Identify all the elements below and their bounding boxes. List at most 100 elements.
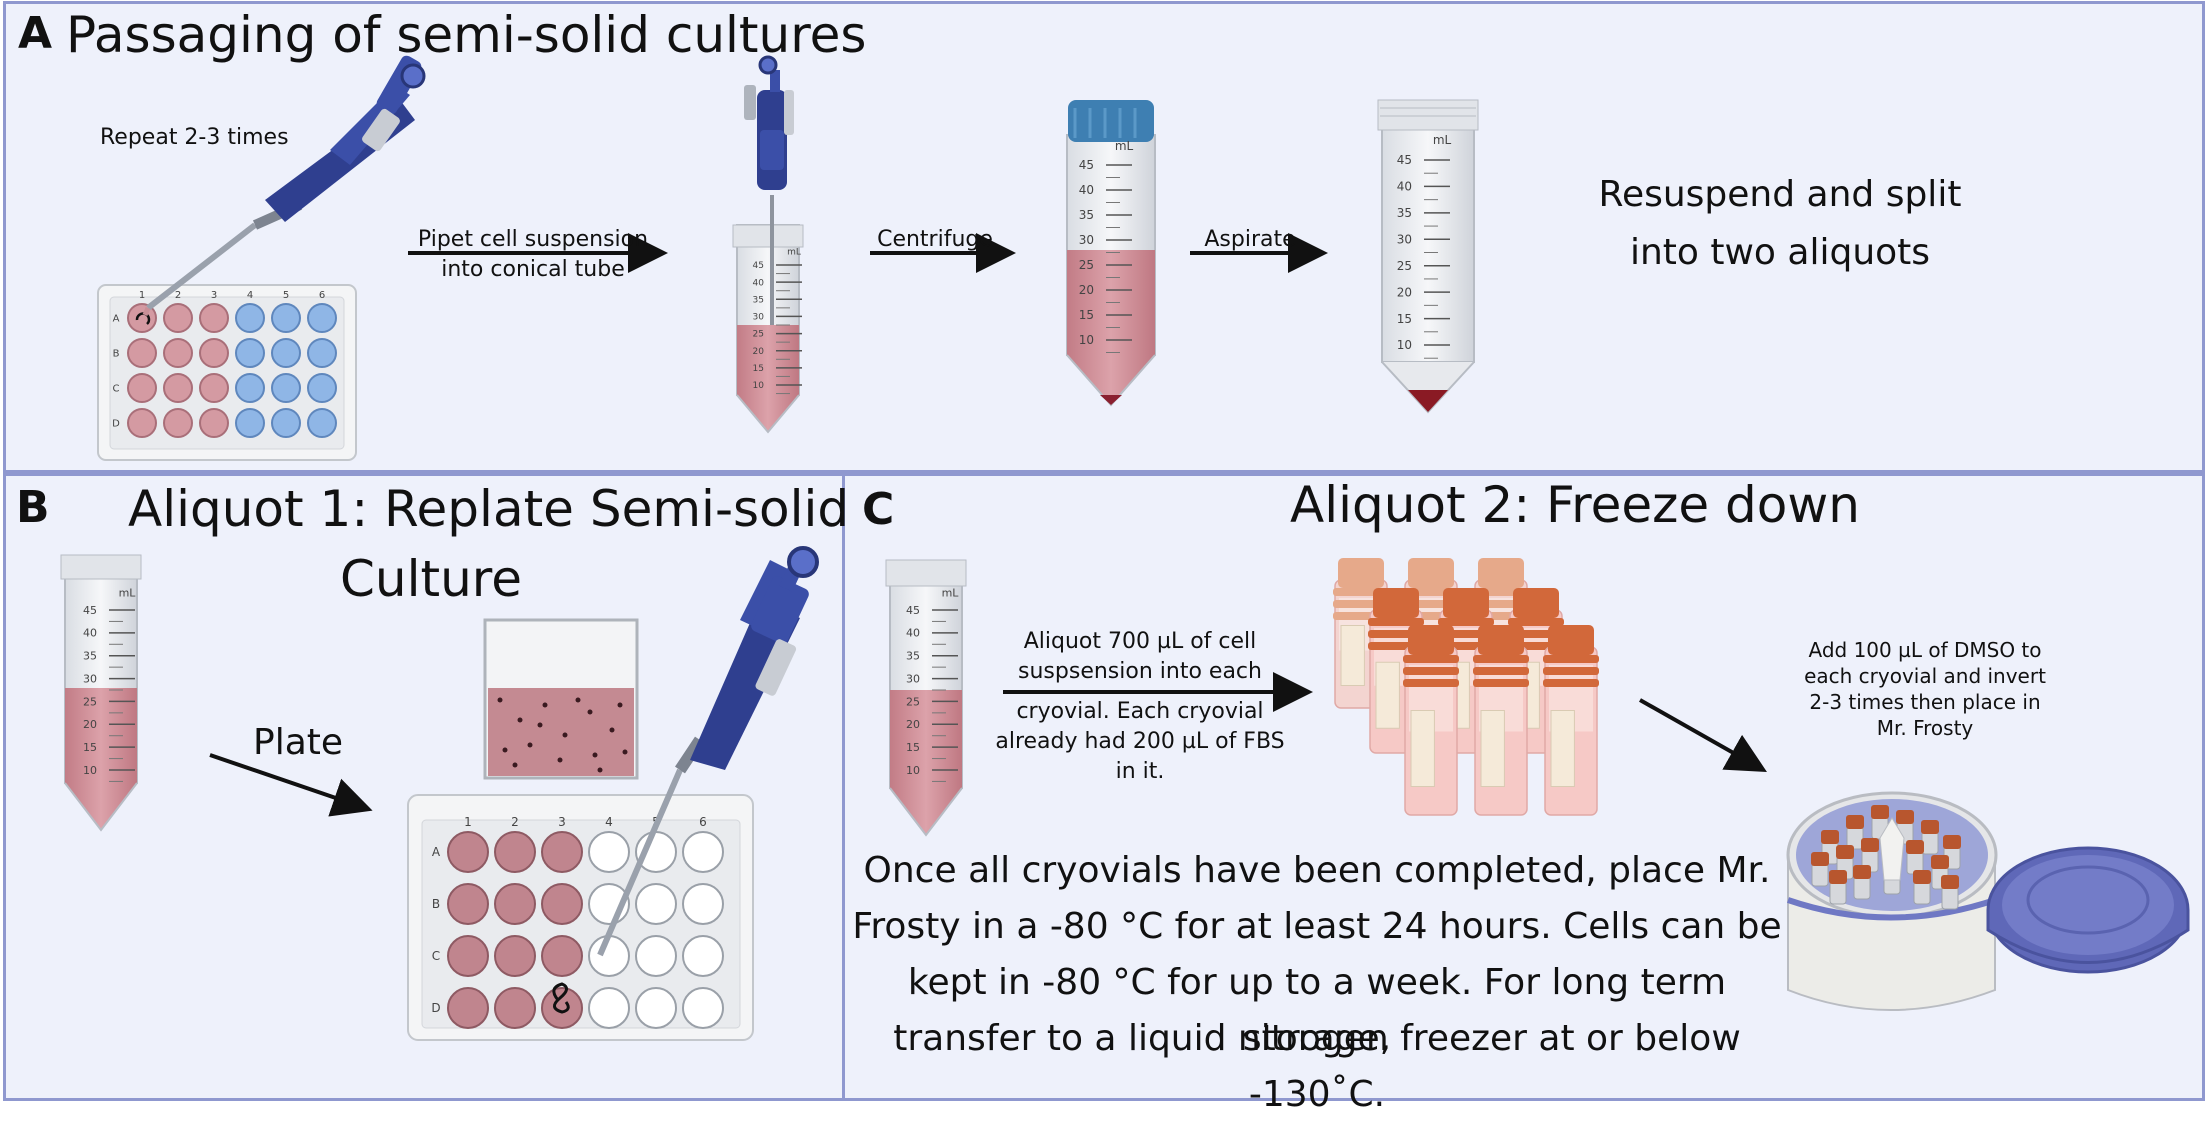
plate-well	[447, 987, 489, 1029]
cryovial-cap	[1478, 625, 1524, 655]
plate-well	[163, 373, 193, 403]
plate-column-label: 3	[558, 815, 566, 829]
cell-dot	[542, 702, 548, 708]
aliquot-line5: in it.	[1115, 759, 1165, 784]
frosty-vial-cap	[1871, 805, 1889, 819]
cell-dot	[517, 717, 523, 723]
cryovial-thread	[1438, 618, 1494, 626]
tube-tick-label: 25	[1079, 258, 1094, 272]
plate-well	[307, 373, 337, 403]
tube-tick-label: 20	[753, 347, 765, 357]
cryovial-thread	[1473, 655, 1529, 663]
plate-column-label: 1	[139, 290, 145, 301]
tube-unit-label: mL	[787, 248, 801, 258]
frosty-vial-cap	[1896, 810, 1914, 824]
plate-well	[494, 883, 536, 925]
cryovial-thread	[1403, 667, 1459, 675]
tube-tick-label: 20	[1079, 283, 1094, 297]
cell-dot	[497, 697, 503, 703]
tube-tick-label: 30	[906, 672, 920, 685]
tube-tick-label: 20	[1397, 285, 1412, 299]
plate-well	[635, 935, 677, 977]
cell-dot	[527, 742, 533, 748]
tube-tick-label: 20	[906, 718, 920, 731]
tube-tick-label: 15	[1397, 312, 1412, 326]
tube-tick-label: 35	[83, 650, 97, 663]
tube-unit-label: mL	[119, 586, 137, 599]
plate-label: Plate	[253, 722, 344, 763]
plate-well	[494, 831, 536, 873]
cryovial-thread	[1473, 679, 1529, 687]
aliquot-line1: Aliquot 700 µL of cell	[1023, 629, 1257, 654]
frosty-vial-cap	[1829, 870, 1847, 884]
plate-well	[682, 883, 724, 925]
cell-dot	[512, 762, 518, 768]
tube-tick-label: 15	[83, 741, 97, 754]
pipette-icon	[142, 55, 426, 316]
tube-tick-label: 40	[83, 627, 97, 640]
tube-tick-label: 30	[753, 313, 765, 323]
arrow-icon	[1639, 698, 1767, 772]
panel-c-letter: C	[862, 484, 895, 535]
plate-well	[635, 987, 677, 1029]
mr-frosty-icon	[1786, 791, 2190, 1011]
step-pipet-line2: into conical tube	[441, 257, 625, 282]
cell-dot	[537, 722, 543, 728]
tube-tick-label: 35	[1397, 206, 1412, 220]
tube-unit-label: mL	[1115, 139, 1134, 153]
swirl-mark	[552, 982, 570, 1014]
note-line3: kept in -80 °C for up to a week. For lon…	[907, 962, 1727, 1059]
cryovial-label	[1375, 661, 1400, 729]
aliquot-line3: cryovial. Each cryovial	[1016, 699, 1264, 724]
pipette-icon	[744, 55, 794, 325]
plate-well	[127, 338, 157, 368]
plate-well	[588, 935, 630, 977]
tube-tick-label: 10	[906, 764, 920, 777]
cell-dot	[502, 747, 508, 753]
plate-well	[307, 408, 337, 438]
cryovial-thread	[1543, 679, 1599, 687]
plate-column-label: 2	[511, 815, 519, 829]
frosty-center	[1879, 817, 1905, 881]
step-aspirate: Aspirate	[1204, 227, 1296, 252]
cryovial-cap	[1338, 558, 1384, 588]
tube-tick-label: 35	[753, 295, 764, 305]
tube-tick-label: 45	[753, 261, 764, 271]
tube-tick-label: 10	[1397, 338, 1412, 352]
tube-tick-label: 45	[1079, 158, 1094, 172]
resuspend-line2: into two aliquots	[1629, 232, 1931, 273]
plate-row-label: C	[113, 384, 120, 395]
plate-well	[235, 338, 265, 368]
cryovial-thread	[1403, 655, 1459, 663]
tube-tick-label: 10	[83, 764, 97, 777]
frosty-vial-cap	[1846, 815, 1864, 829]
tube-tick-label: 45	[906, 604, 920, 617]
tube-tick-label: 35	[1079, 208, 1094, 222]
frosty-vial-cap	[1921, 820, 1939, 834]
plate-well	[163, 408, 193, 438]
culture-dish-icon	[483, 618, 639, 780]
plate-row-label: B	[113, 349, 120, 360]
plate-column-label: 3	[211, 290, 217, 301]
plate-well	[541, 987, 583, 1029]
arrow-icon	[209, 753, 373, 817]
aliquot-line4: already had 200 µL of FBS	[995, 729, 1285, 754]
tube-tick-label: 45	[1397, 153, 1412, 167]
tube-tick-label: 25	[1397, 259, 1412, 273]
tube-tick-label: 35	[906, 650, 920, 663]
tube-tick-label: 10	[753, 381, 765, 391]
cryovial-thread	[1403, 679, 1459, 687]
cryovial-cap	[1408, 558, 1454, 588]
note-line4: transfer to a liquid nitrogen freezer at…	[893, 1018, 1741, 1115]
aliquot-line2: suspsension into each	[1018, 659, 1262, 684]
cryovial-label	[1410, 710, 1435, 787]
tube-tick-label: 30	[1079, 233, 1094, 247]
plate-row-label: A	[432, 845, 441, 859]
tube-tick-label: 30	[1397, 232, 1412, 246]
step-pipet-line1: Pipet cell suspension	[417, 227, 649, 252]
cell-dot	[557, 757, 563, 763]
note-line1: Once all cryovials have been completed, …	[863, 850, 1771, 891]
